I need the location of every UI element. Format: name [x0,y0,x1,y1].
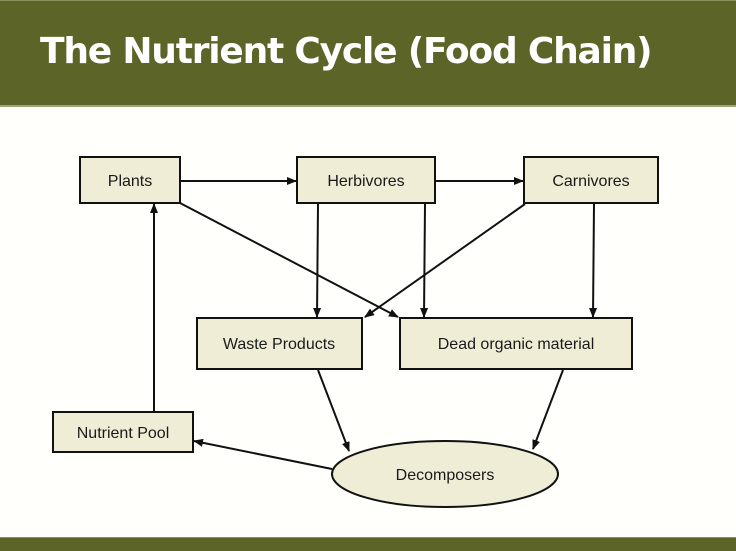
slide-header: The Nutrient Cycle (Food Chain) [0,0,736,107]
node-plants-label: Plants [108,173,152,190]
node-carnivores: Carnivores [523,156,659,204]
node-waste-products: Waste Products [196,317,363,370]
edge-plants-to-dead-organic-material [179,202,399,318]
node-nutrient-pool: Nutrient Pool [52,411,194,453]
node-herbivores-label: Herbivores [327,173,404,190]
node-decomposers: Decomposers [331,440,559,508]
node-herbivores: Herbivores [296,156,436,204]
edge-waste-products-to-decomposers [317,369,350,452]
edge-carnivores-to-dead-organic-material [589,203,598,318]
slide-footer-bar [0,537,736,551]
edge-herbivores-to-waste-products [313,203,322,318]
node-carnivores-label: Carnivores [552,173,629,190]
node-dead-organic-material: Dead organic material [399,317,633,370]
edge-dead-organic-material-to-decomposers [532,369,564,450]
edge-decomposers-to-nutrient-pool [193,438,333,470]
edge-herbivores-to-dead-organic-material [420,203,429,318]
node-waste-products-label: Waste Products [223,336,335,353]
node-dead-organic-material-label: Dead organic material [438,336,595,353]
edge-carnivores-to-waste-products [364,203,526,318]
node-decomposers-label: Decomposers [396,467,495,484]
node-plants: Plants [79,156,181,204]
node-nutrient-pool-label: Nutrient Pool [77,425,170,442]
slide-title: The Nutrient Cycle (Food Chain) [40,31,653,72]
